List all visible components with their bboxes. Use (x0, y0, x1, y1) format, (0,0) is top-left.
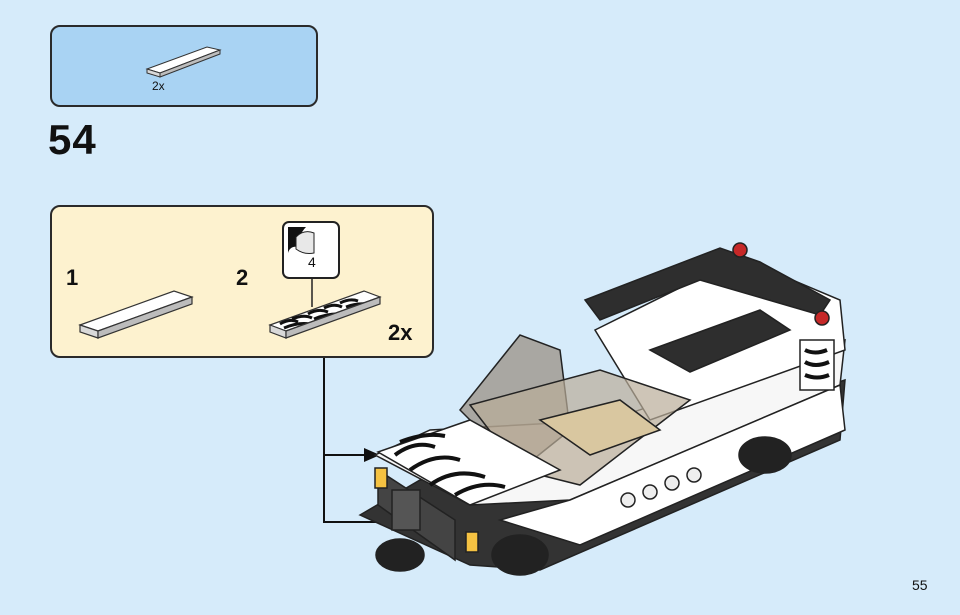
sub-step-2-label: 2 (236, 265, 249, 290)
sticker-sheet-icon (288, 227, 315, 254)
zebra-tile-icon (268, 275, 382, 339)
page-number: 55 (912, 577, 928, 593)
sub-assembly-quantity: 2x (388, 320, 413, 345)
step-number: 54 (48, 116, 97, 163)
arrow-head-upper (364, 448, 380, 462)
truck-model (358, 242, 846, 576)
parts-list-box: 2x (50, 25, 318, 107)
white-tile-icon (78, 290, 194, 339)
sub-assembly-box: 1 2 2x 4 (50, 205, 434, 358)
parts-quantity: 2x (152, 79, 165, 93)
tile-pieces-illustration (78, 275, 382, 339)
sticker-number: 4 (308, 254, 316, 270)
sub-step-1-label: 1 (66, 265, 79, 290)
sticker-callout: 4 (282, 221, 340, 279)
flat-tile-part-icon (145, 46, 222, 78)
